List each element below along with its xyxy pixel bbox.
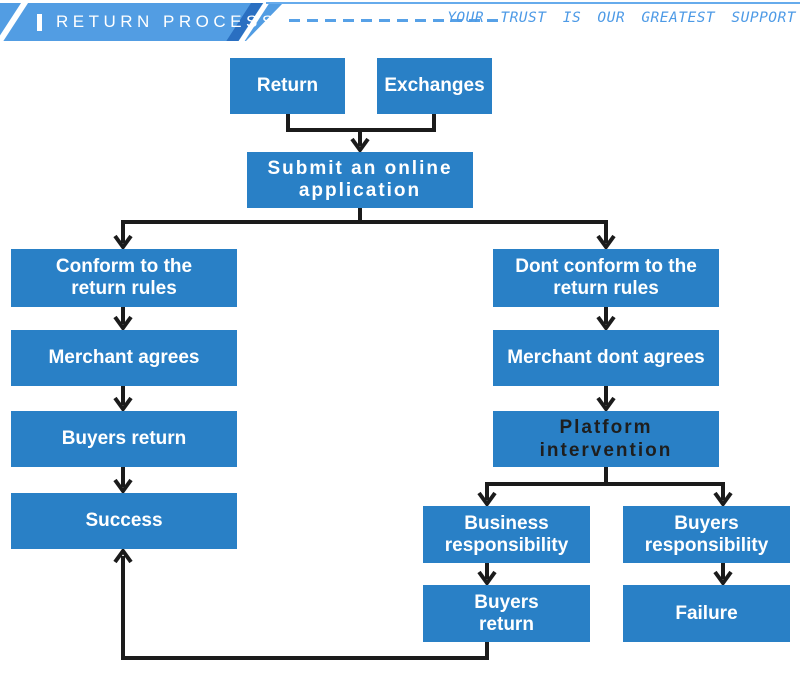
arrowhead-down-icon — [596, 234, 616, 251]
node-platform-intervention: Platform intervention — [493, 411, 719, 467]
connector-platform-bar — [485, 482, 725, 500]
arrowhead-down-icon — [477, 570, 497, 587]
node-exchanges: Exchanges — [377, 58, 492, 114]
arrowhead-up-icon — [113, 547, 133, 564]
arrowhead-down-icon — [113, 315, 133, 332]
arrowhead-down-icon — [596, 396, 616, 413]
node-conform-rules: Conform to the return rules — [11, 249, 237, 307]
node-buyers-return: Buyers return — [11, 411, 237, 467]
node-buyers-return-2: Buyers return — [423, 585, 590, 642]
node-buyers-responsibility: Buyers responsibility — [623, 506, 790, 563]
header-dashed-line — [289, 19, 499, 22]
node-business-responsibility: Business responsibility — [423, 506, 590, 563]
arrowhead-down-icon — [596, 315, 616, 332]
node-return: Return — [230, 58, 345, 114]
arrowhead-down-icon — [713, 570, 733, 587]
node-failure: Failure — [623, 585, 790, 642]
header-banner: RETURN PROCESS YOUR TRUST IS OUR GREATES… — [0, 0, 800, 46]
arrowhead-down-icon — [113, 396, 133, 413]
arrowhead-down-icon — [713, 491, 733, 508]
arrowhead-down-icon — [113, 478, 133, 495]
node-merchant-agrees: Merchant agrees — [11, 330, 237, 386]
arrowhead-down-icon — [113, 234, 133, 251]
node-dont-conform-rules: Dont conform to the return rules — [493, 249, 719, 307]
arrowhead-down-icon — [350, 137, 370, 154]
arrowhead-down-icon — [477, 491, 497, 508]
connector-branch-bar — [121, 220, 608, 243]
header-title-group: RETURN PROCESS — [37, 12, 278, 32]
node-submit-application: Submit an online application — [247, 152, 473, 208]
title-tick-icon — [37, 13, 42, 31]
header-slogan: YOUR TRUST IS OUR GREATEST SUPPORT — [447, 10, 796, 26]
connector-merge-top — [286, 112, 436, 132]
node-merchant-dont-agrees: Merchant dont agrees — [493, 330, 719, 386]
node-success: Success — [11, 493, 237, 549]
page-title: RETURN PROCESS — [56, 12, 278, 31]
header-top-line — [266, 2, 800, 4]
